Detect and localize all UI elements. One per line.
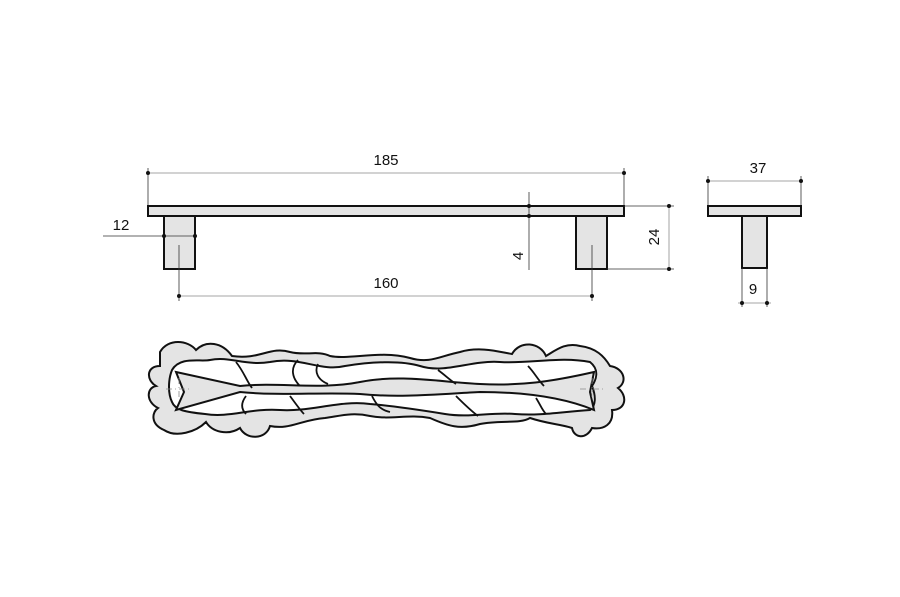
dimension-label-12: 12 (113, 217, 130, 234)
dimension-label-9: 9 (749, 281, 757, 298)
side-post (741, 215, 768, 269)
dimension-label-185: 185 (373, 152, 398, 169)
dimension-label-24: 24 (646, 229, 663, 246)
dimension-label-160: 160 (373, 275, 398, 292)
dimension-label-37: 37 (750, 160, 767, 177)
side-bar (707, 205, 802, 217)
handle-bar (147, 205, 625, 217)
ornamental-top-view (147, 341, 626, 438)
front-view: 185 160 12 4 24 (103, 152, 674, 301)
left-post (163, 215, 196, 270)
dimension-label-4: 4 (510, 252, 527, 260)
side-view: 37 9 (706, 160, 803, 307)
right-post (575, 215, 608, 270)
